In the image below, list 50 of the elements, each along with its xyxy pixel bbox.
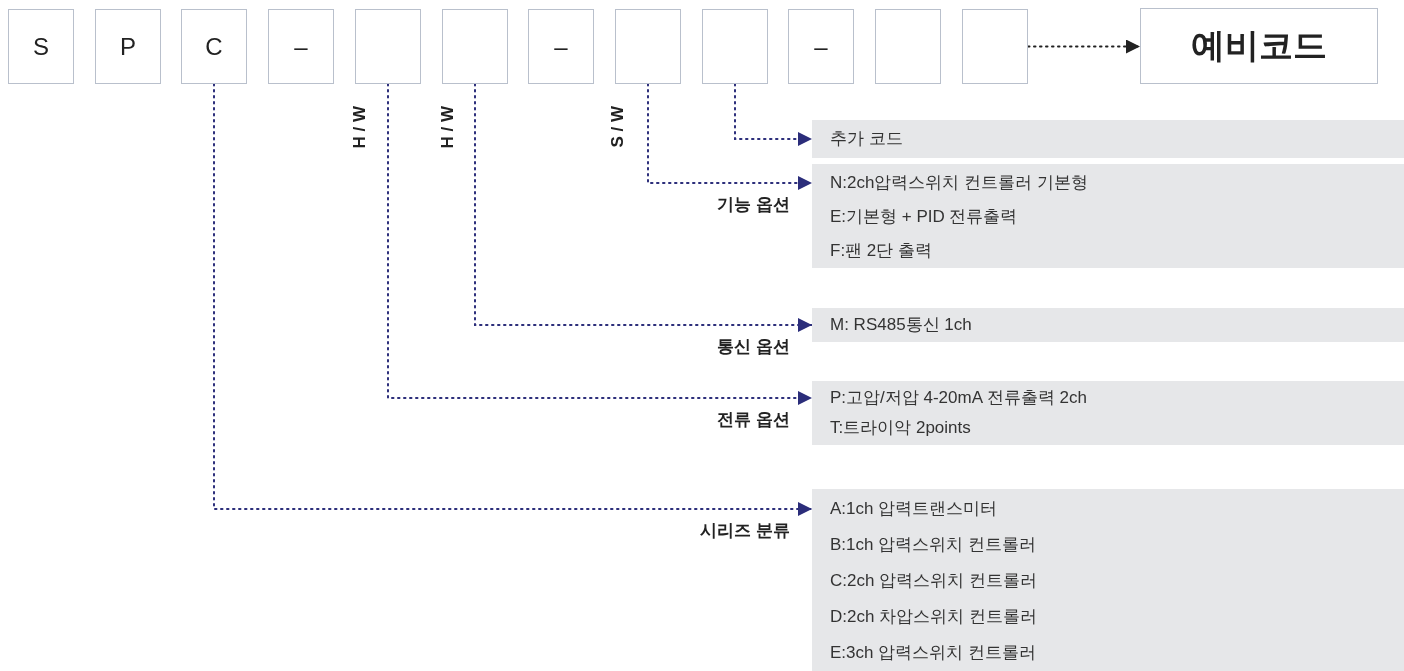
vertical-label: S / W — [608, 106, 628, 148]
code-box — [962, 9, 1028, 84]
option-text: E:3ch 압력스위치 컨트롤러 — [830, 642, 1037, 664]
code-box — [95, 9, 161, 84]
category-label: 기능 옵션 — [717, 194, 790, 216]
code-box — [355, 9, 421, 84]
code-box — [528, 9, 594, 84]
code-box — [181, 9, 247, 84]
option-text: B:1ch 압력스위치 컨트롤러 — [830, 534, 1037, 556]
option-panel — [812, 308, 1404, 342]
leader-line — [387, 83, 813, 405]
code-box — [702, 9, 768, 84]
vertical-label: H / W — [350, 106, 370, 149]
code-character: – — [554, 32, 568, 61]
code-character: P — [120, 32, 136, 61]
code-box — [875, 9, 941, 84]
leader-line — [474, 83, 813, 332]
option-text: T:트라이악 2points — [830, 417, 972, 439]
code-character: – — [294, 32, 308, 61]
code-box — [442, 9, 508, 84]
category-label: 전류 옵션 — [717, 409, 790, 431]
option-text: E:기본형 + PID 전류출력 — [830, 206, 1019, 228]
vertical-label: H / W — [438, 106, 458, 149]
option-text: M: RS485통신 1ch — [830, 314, 973, 336]
option-text: F:팬 2단 출력 — [830, 240, 933, 262]
option-panel — [812, 489, 1404, 671]
code-box — [1140, 8, 1378, 84]
option-text: A:1ch 압력트랜스미터 — [830, 498, 999, 520]
option-text: D:2ch 차압스위치 컨트롤러 — [830, 606, 1038, 628]
option-panel — [812, 381, 1404, 445]
code-character: 예비코드 — [1191, 25, 1327, 66]
option-panel — [812, 164, 1404, 268]
option-text: C:2ch 압력스위치 컨트롤러 — [830, 570, 1038, 592]
option-text: N:2ch압력스위치 컨트롤러 기본형 — [830, 172, 1089, 194]
leader-line — [1027, 39, 1141, 54]
code-box — [615, 9, 681, 84]
leader-line — [647, 83, 813, 190]
code-box — [788, 9, 854, 84]
code-character: C — [205, 32, 223, 61]
leader-line — [734, 83, 813, 146]
category-label: 통신 옵션 — [717, 336, 790, 358]
option-text: 추가 코드 — [830, 128, 904, 150]
leader-line — [213, 83, 813, 516]
code-character: – — [814, 32, 828, 61]
code-box — [8, 9, 74, 84]
category-label: 시리즈 분류 — [700, 520, 790, 542]
code-character: S — [33, 32, 49, 61]
code-box — [268, 9, 334, 84]
option-panel — [812, 120, 1404, 158]
option-text: P:고압/저압 4-20mA 전류출력 2ch — [830, 387, 1088, 409]
